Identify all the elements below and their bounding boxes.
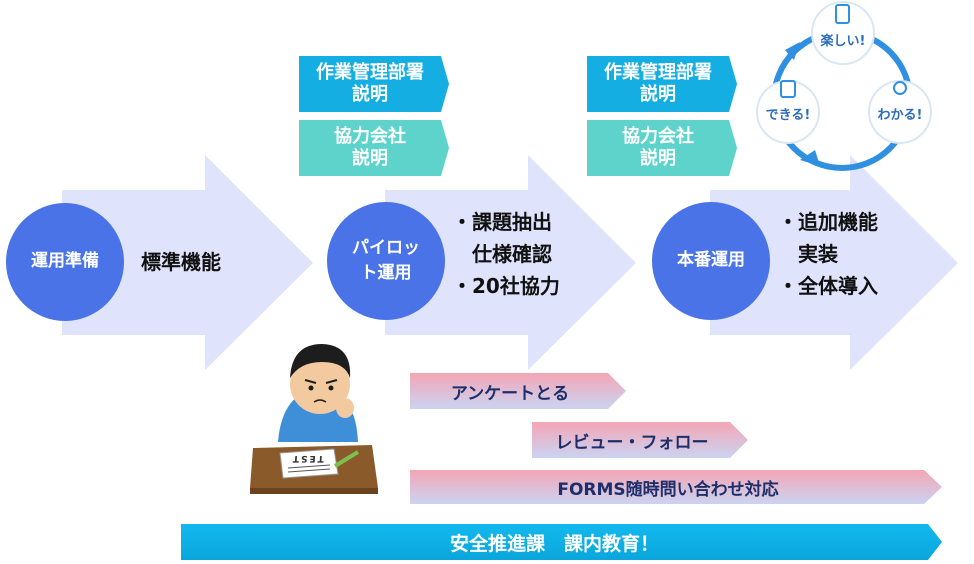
tag-pilot-dept: 作業管理部署 説明 [299, 56, 441, 112]
phase-text-production: ・追加機能 実装 ・全体導入 [778, 210, 878, 298]
cycle-label-understand: わかる! [877, 108, 923, 123]
phase-text-pilot: ・課題抽出 仕様確認 ・20社協力 [452, 210, 560, 298]
bar-review: レビュー・フォロー [555, 432, 709, 453]
bar-review-shape [532, 422, 748, 458]
tag-pilot-partner: 協力会社 説明 [299, 120, 441, 176]
banner-shape [181, 524, 942, 560]
cycle-label-can: できる! [765, 108, 811, 123]
phase-arrow-2 [385, 155, 636, 370]
cycle-label-fun: 楽しい! [820, 34, 866, 49]
bar-survey: アンケートとる [450, 383, 570, 404]
test-paper-label: TEST [290, 453, 325, 463]
phase-circle-preparation: 運用準備 [6, 203, 124, 321]
phase-circle-production: 本番運用 [652, 202, 770, 320]
banner-training: 安全推進課 課内教育！ [449, 532, 659, 555]
phase-circle-pilot: パイロッ ト運用 [327, 202, 445, 320]
bar-forms-shape [410, 470, 942, 504]
bar-survey-shape [410, 373, 626, 409]
phase-arrow-3 [710, 155, 958, 370]
phase-arrow-1 [62, 155, 313, 370]
tag-production-partner: 協力会社 説明 [587, 120, 729, 176]
phase-text-preparation: 標準機能 [141, 250, 221, 274]
bar-forms: FORMS随時問い合わせ対応 [557, 479, 779, 500]
tag-production-dept: 作業管理部署 説明 [587, 56, 729, 112]
